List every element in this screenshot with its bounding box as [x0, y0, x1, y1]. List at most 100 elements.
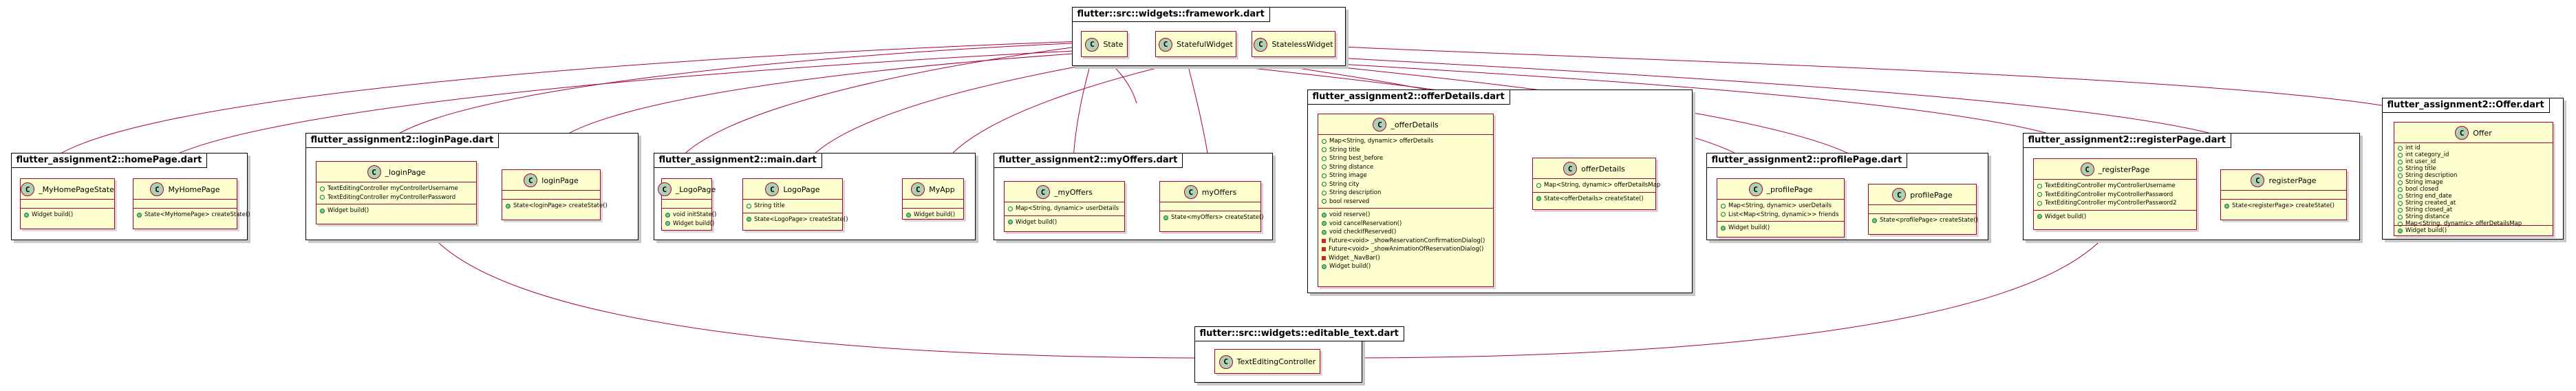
public-icon: [1322, 147, 1327, 153]
class-icon: C: [21, 182, 35, 196]
fields-section: int id int category_id int user_id Strin…: [2394, 143, 2553, 227]
class-name: loginPage: [541, 176, 579, 185]
package-main: flutter_assignment2::main.dart C_LogoPag…: [653, 152, 976, 240]
methods-section: Widget build(): [903, 209, 963, 219]
class-myoffers-state[interactable]: C_myOffers Map<String, dynamic> userDeta…: [1004, 181, 1125, 232]
class-myhomepagestate[interactable]: C_MyHomePageState Widget build(): [20, 178, 115, 229]
package-label: flutter_assignment2::main.dart: [653, 152, 822, 168]
class-icon: C: [911, 182, 925, 196]
public-icon: [2398, 166, 2403, 171]
class-name: Offer: [2473, 128, 2492, 138]
public-icon: [1721, 225, 1726, 231]
method: Widget build(): [24, 211, 111, 220]
class-offerdetails-state[interactable]: C_offerDetails Map<String, dynamic> offe…: [1318, 114, 1494, 287]
class-icon: C: [1036, 185, 1050, 199]
fields-section: String title: [743, 200, 842, 213]
public-icon: [320, 195, 325, 200]
public-icon: [1322, 229, 1327, 235]
class-name: _loginPage: [385, 167, 426, 177]
class-loginpage-state[interactable]: C_loginPage TextEditingController myCont…: [316, 161, 477, 224]
method: Widget _NavBar(): [1322, 254, 1490, 263]
private-icon: [1322, 255, 1326, 260]
public-icon: [1721, 212, 1726, 218]
methods-section: Widget build(): [1717, 222, 1844, 235]
public-icon: [2398, 214, 2403, 220]
fields-section: [1160, 202, 1260, 211]
public-icon: [747, 203, 751, 209]
public-icon: [506, 203, 511, 209]
class-name: _registerPage: [2098, 165, 2150, 174]
class-icon: C: [2080, 162, 2094, 176]
public-icon: [665, 212, 670, 218]
class-name: registerPage: [2268, 176, 2317, 185]
methods-section: State<MyHomePage> createState(): [133, 209, 250, 222]
class-name: State: [1103, 40, 1124, 49]
field: String image: [1322, 171, 1490, 180]
public-icon: [2037, 183, 2042, 189]
package-label: flutter_assignment2::profilePage.dart: [1706, 152, 1908, 168]
public-icon: [1322, 173, 1327, 178]
public-icon: [2398, 173, 2403, 178]
field: Map<String, dynamic> offerDetailsMap: [2398, 220, 2549, 227]
field: String title: [2398, 165, 2549, 172]
method: State<myOffers> createState(): [1163, 213, 1264, 222]
field: Map<String, dynamic> userDetails: [1008, 204, 1121, 213]
methods-section: State<LogoPage> createState(): [743, 213, 848, 226]
methods-section: void reserve() void cancelReservation() …: [1318, 209, 1493, 273]
field: String description: [1322, 189, 1490, 198]
public-icon: [1322, 212, 1327, 218]
class-name: LogoPage: [783, 184, 820, 194]
class-statefulwidget[interactable]: C StatefulWidget: [1155, 31, 1236, 57]
class-icon: C: [1159, 37, 1173, 52]
package-myoffers: flutter_assignment2::myOffers.dart C_myO…: [993, 152, 1273, 240]
method: Widget build(): [1322, 262, 1490, 271]
public-icon: [2398, 200, 2403, 206]
fields-section: [662, 200, 711, 209]
class-name: offerDetails: [1581, 164, 1625, 173]
private-icon: [1322, 247, 1326, 252]
class-icon: C: [1085, 37, 1099, 52]
class-registerpage-state[interactable]: C_registerPage TextEditingController myC…: [2033, 158, 2197, 230]
class-logopage-state[interactable]: C_LogoPage void initState() Widget build…: [657, 178, 716, 231]
edge-myhomepagestate-state: [37, 41, 1083, 178]
methods-section: Widget build(): [2034, 211, 2196, 224]
public-icon: [2398, 145, 2403, 151]
public-icon: [1322, 190, 1327, 196]
field: TextEditingController myControllerUserna…: [320, 184, 473, 193]
method: Widget build(): [906, 211, 960, 220]
class-name: StatefulWidget: [1177, 40, 1233, 49]
fields-section: [903, 200, 963, 209]
public-icon: [320, 186, 325, 191]
public-icon: [665, 221, 670, 226]
method: Future<void> _showReservationConfirmatio…: [1322, 237, 1490, 246]
fields-section: Map<String, dynamic> offerDetailsMap: [1533, 179, 1660, 193]
methods-section: Widget build(): [21, 209, 114, 222]
public-icon: [1536, 182, 1541, 188]
package-loginpage: flutter_assignment2::loginPage.dart C_lo…: [305, 132, 638, 240]
class-icon: C: [1254, 37, 1268, 52]
class-profilepage-state[interactable]: C_profilePage Map<String, dynamic> userD…: [1717, 178, 1845, 237]
package-label: flutter_assignment2::homePage.dart: [10, 152, 208, 168]
package-label: flutter_assignment2::Offer.dart: [2381, 97, 2550, 113]
class-icon: C: [1892, 188, 1907, 202]
edge-loginpage-state-state: [375, 43, 1086, 156]
field: TextEditingController myControllerPasswo…: [320, 193, 473, 202]
class-state[interactable]: C State: [1081, 31, 1128, 57]
field: String title: [747, 202, 839, 211]
public-icon: [137, 212, 142, 218]
methods-section: State<loginPage> createState(): [502, 200, 608, 213]
public-icon: [2037, 214, 2042, 220]
method: State<profilePage> createState(): [1872, 216, 1978, 225]
